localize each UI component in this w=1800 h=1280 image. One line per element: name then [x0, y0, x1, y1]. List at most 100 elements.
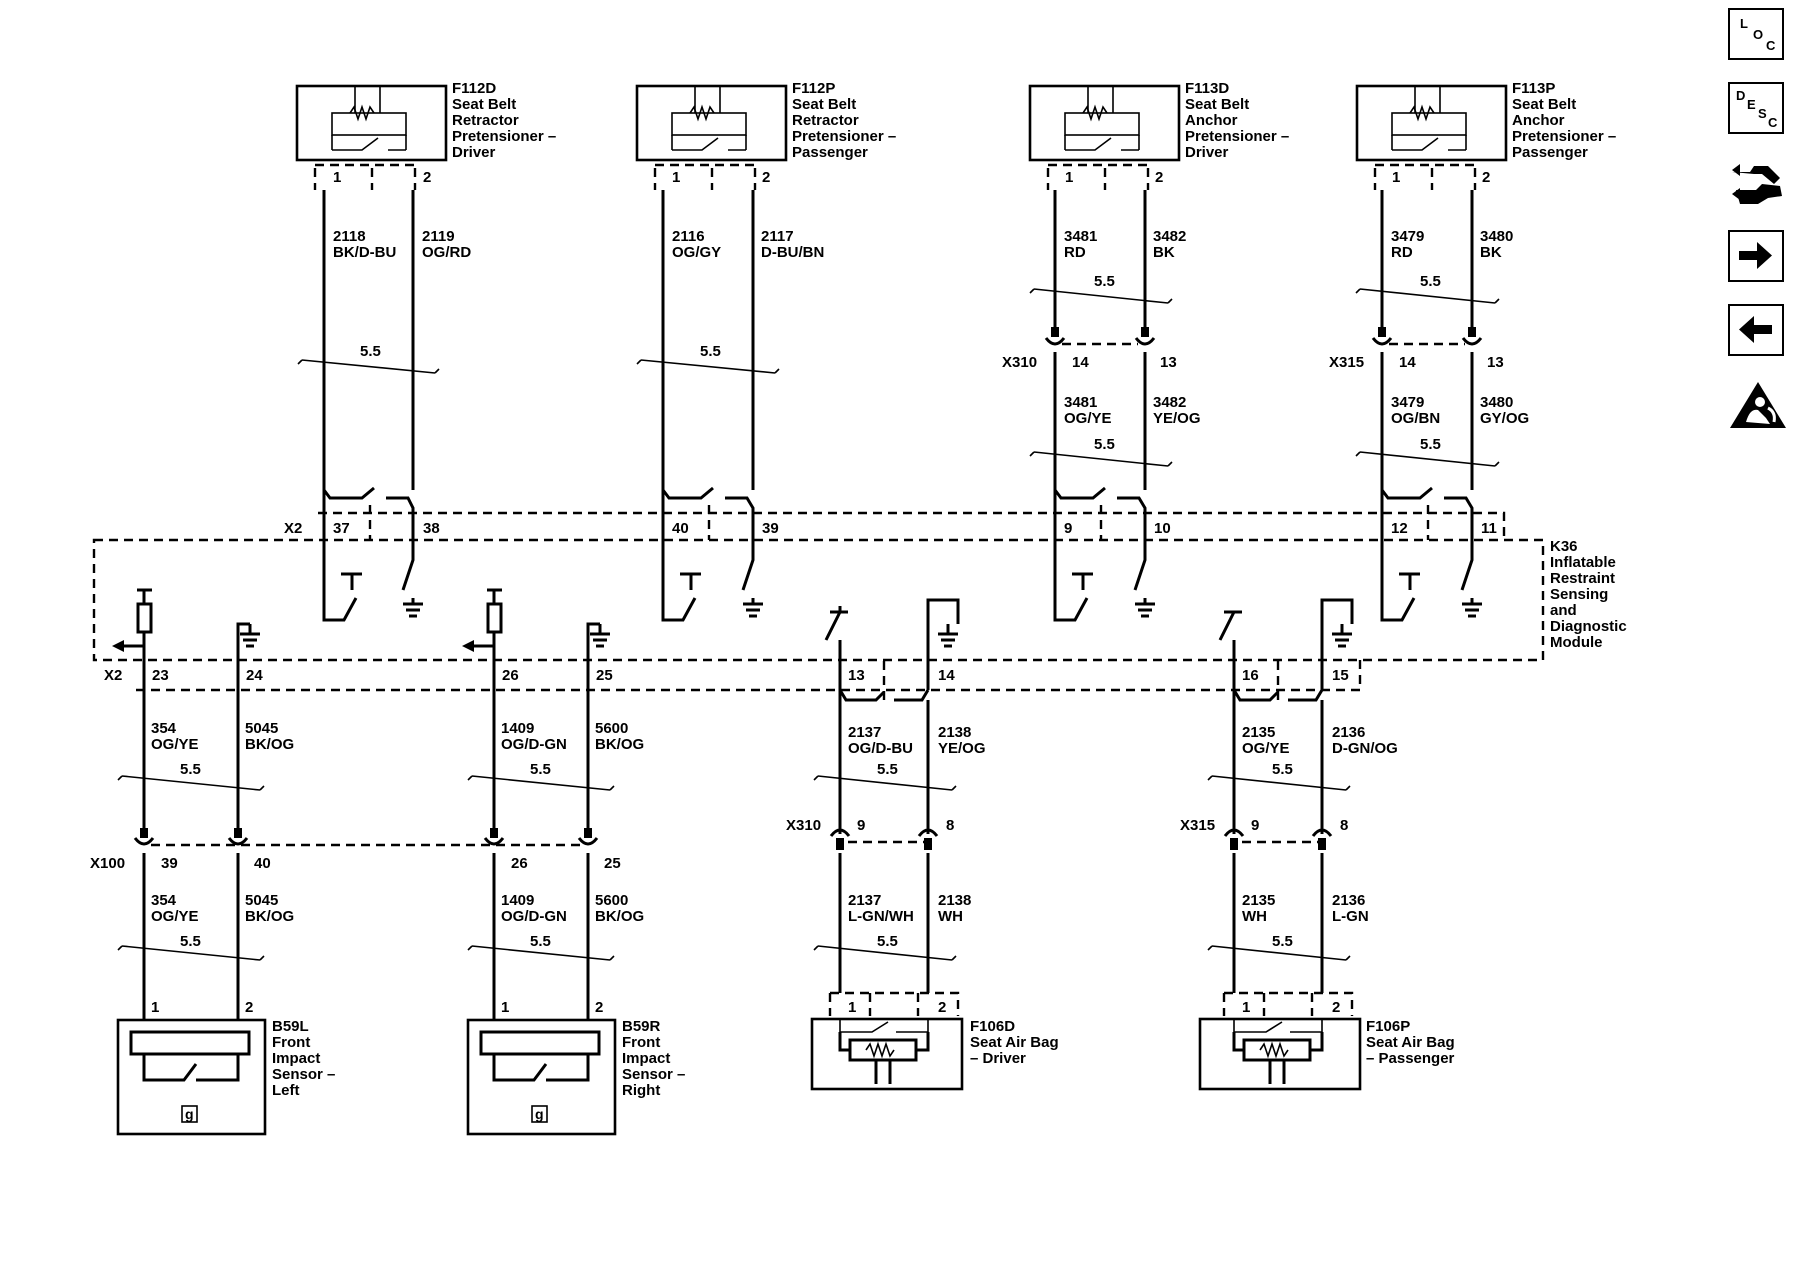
- gauge-label: 5.5: [1272, 761, 1293, 778]
- wire-number: 5045: [245, 892, 278, 909]
- pin-label: 2: [1482, 169, 1490, 186]
- connector-x315-upper[interactable]: X315 14 13: [1329, 327, 1504, 371]
- pin-label: 9: [1251, 817, 1259, 834]
- wire-number: 3481: [1064, 394, 1097, 411]
- wire-color: GY/OG: [1480, 410, 1529, 427]
- connector-x310-lower[interactable]: X310 9 8: [786, 817, 954, 850]
- pin-label: 13: [1487, 354, 1504, 371]
- wire-color: D-BU/BN: [761, 244, 824, 261]
- pin-label: 2: [245, 999, 253, 1016]
- pin-label: 38: [423, 520, 440, 537]
- gauge-label: 5.5: [877, 933, 898, 950]
- pin-label: 14: [1399, 354, 1416, 371]
- component-label: Inflatable: [1550, 554, 1616, 571]
- previous-arrow-icon[interactable]: [1728, 304, 1784, 356]
- wire-number: 1409: [501, 892, 534, 909]
- connector-label: X310: [786, 817, 821, 834]
- component-label: Restraint: [1550, 570, 1615, 587]
- component-label: Driver: [452, 144, 496, 161]
- component-label: Sensor –: [622, 1066, 685, 1083]
- gauge-label: 5.5: [1420, 436, 1441, 453]
- location-button[interactable]: L O C: [1728, 8, 1784, 60]
- wire-color: RD: [1064, 244, 1086, 261]
- component-b59l[interactable]: g 1 2 B59L Front Impact Sensor – Left: [116, 999, 335, 1136]
- pin-label: 1: [848, 999, 856, 1016]
- wire-color: BK/D-BU: [333, 244, 396, 261]
- desc-letter: D: [1736, 88, 1746, 103]
- component-label: Sensing: [1550, 586, 1608, 603]
- component-label: Anchor: [1512, 112, 1565, 129]
- pin-label: 1: [1392, 169, 1400, 186]
- wire-number: 3481: [1064, 228, 1097, 245]
- component-f106d[interactable]: 1 2 F106D Seat Air Bag – Driver: [810, 991, 1059, 1091]
- pin-label: 24: [246, 667, 263, 684]
- gauge-label: 5.5: [180, 933, 201, 950]
- connector-x315-lower[interactable]: X315 9 8: [1180, 817, 1348, 850]
- component-id: F112D: [452, 80, 496, 97]
- wire-number: 5600: [595, 720, 628, 737]
- wire-number: 2136: [1332, 892, 1365, 909]
- wire-color: OG/YE: [1064, 410, 1112, 427]
- component-f113d[interactable]: F113D Seat Belt Anchor Pretensioner – Dr…: [1028, 80, 1289, 190]
- next-arrow-icon[interactable]: [1728, 230, 1784, 282]
- gauge-label: 5.5: [1420, 273, 1441, 290]
- component-label: – Driver: [970, 1050, 1026, 1067]
- airbag-warning-icon[interactable]: [1728, 378, 1786, 430]
- component-label: – Passenger: [1366, 1050, 1455, 1067]
- pin-label: 37: [333, 520, 350, 537]
- component-label: Seat Belt: [452, 96, 516, 113]
- component-id: F112P: [792, 80, 835, 97]
- pin-label: 26: [502, 667, 519, 684]
- pin-label: 15: [1332, 667, 1349, 684]
- component-label: Pretensioner –: [1185, 128, 1289, 145]
- component-id: F113D: [1185, 80, 1229, 97]
- wire-number: 2117: [761, 228, 794, 245]
- sidebar-nav: L O C D E S C: [1728, 8, 1792, 452]
- desc-letter: S: [1758, 106, 1767, 121]
- component-f113p[interactable]: F113P Seat Belt Anchor Pretensioner – Pa…: [1355, 80, 1616, 190]
- wire-number: 2135: [1242, 724, 1275, 741]
- wire-labels-lower: 354 OG/YE 5045 BK/OG 1409 OG/D-GN 5600 B…: [151, 720, 1398, 925]
- wire-color: RD: [1391, 244, 1413, 261]
- ground-label: g: [185, 1106, 194, 1122]
- pin-label: 25: [596, 667, 613, 684]
- component-id: F106D: [970, 1018, 1015, 1035]
- description-button[interactable]: D E S C: [1728, 82, 1784, 134]
- k36-top-circuits: 37 38 40 39 9 10 12 11: [322, 486, 1497, 622]
- wire-color: D-GN/OG: [1332, 740, 1398, 757]
- wire-number: 2135: [1242, 892, 1275, 909]
- gauge-label: 5.5: [1094, 436, 1115, 453]
- component-label: Seat Air Bag: [970, 1034, 1059, 1051]
- pin-label: 9: [857, 817, 865, 834]
- pin-label: 14: [938, 667, 955, 684]
- connector-wrench-icon[interactable]: [1728, 156, 1784, 208]
- component-f106p[interactable]: 1 2 F106P Seat Air Bag – Passenger: [1198, 991, 1455, 1091]
- desc-letter: C: [1768, 115, 1778, 130]
- component-f112p[interactable]: F112P Seat Belt Retractor Pretensioner –…: [635, 80, 896, 190]
- connector-label: X2: [104, 667, 122, 684]
- pin-label: 11: [1481, 520, 1497, 537]
- gauge-label: 5.5: [700, 343, 721, 360]
- gauge-label: 5.5: [530, 933, 551, 950]
- wire-labels-upper: 2118 BK/D-BU 2119 OG/RD 2116 OG/GY 2117 …: [333, 228, 1529, 427]
- pin-label: 1: [672, 169, 680, 186]
- wire-color: BK: [1153, 244, 1175, 261]
- pin-label: 25: [604, 855, 621, 872]
- module-k36[interactable]: K36 Inflatable Restraint Sensing and Dia…: [92, 511, 1627, 692]
- wiring-diagram: F112D Seat Belt Retractor Pretensioner –…: [90, 80, 1627, 1136]
- component-label: Right: [622, 1082, 660, 1099]
- component-b59r[interactable]: g 1 2 B59R Front Impact Sensor – Right: [466, 999, 685, 1136]
- connector-x100[interactable]: X100 39 40 26 25: [90, 828, 621, 872]
- wire-number: 354: [151, 720, 177, 737]
- wire-color: BK/OG: [245, 908, 294, 925]
- component-label: Module: [1550, 634, 1603, 651]
- lower-wires: [142, 853, 1324, 1020]
- component-label: Pretensioner –: [792, 128, 896, 145]
- gauge-label: 5.5: [360, 343, 381, 360]
- component-f112d[interactable]: F112D Seat Belt Retractor Pretensioner –…: [295, 80, 556, 190]
- loc-letter: O: [1753, 27, 1764, 42]
- component-label: Retractor: [792, 112, 859, 129]
- wire-color: WH: [938, 908, 963, 925]
- wire-number: 2137: [848, 724, 881, 741]
- connector-x310-upper[interactable]: X310 14 13: [1002, 327, 1177, 371]
